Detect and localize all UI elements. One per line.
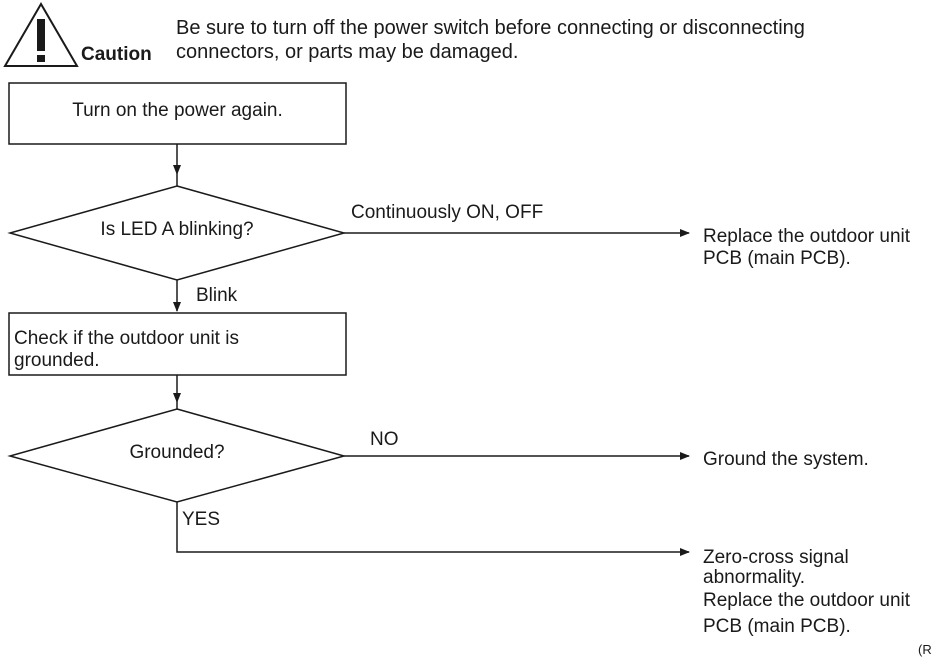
branch-label-blink: Blink xyxy=(196,285,238,306)
result-line: Zero-cross signal xyxy=(703,547,849,568)
decision-grounded-text: Grounded? xyxy=(129,442,225,463)
decision-led-text: Is LED A blinking? xyxy=(100,219,254,240)
connector-line xyxy=(176,502,690,556)
step-power-on-text: Turn on the power again. xyxy=(72,100,283,121)
caution-line: connectors, or parts may be damaged. xyxy=(176,41,519,63)
step-check-ground-text: Check if the outdoor unit is grounded. xyxy=(14,328,344,372)
result-line: abnormality. xyxy=(703,567,806,588)
result-line: Replace the outdoor unit xyxy=(703,590,911,611)
reference-fragment: (R xyxy=(918,642,932,657)
result-zero-cross: Zero-cross signal abnormality. Replace t… xyxy=(703,548,910,640)
caution-label: Caution xyxy=(81,44,152,65)
result-ground-system: Ground the system. xyxy=(703,449,869,471)
warning-icon xyxy=(3,2,79,67)
branch-label-continuous: Continuously ON, OFF xyxy=(351,202,544,223)
step-line: grounded. xyxy=(14,350,100,371)
result-line: PCB (main PCB). xyxy=(703,616,851,637)
caution-message: Be sure to turn off the power switch bef… xyxy=(176,16,936,64)
result-line: Ground the system. xyxy=(703,449,869,470)
caution-line: Be sure to turn off the power switch bef… xyxy=(176,17,805,39)
branch-label-yes: YES xyxy=(182,509,221,530)
result-line: Replace the outdoor unit xyxy=(703,226,911,247)
result-replace-pcb: Replace the outdoor unit PCB (main PCB). xyxy=(703,226,910,270)
result-line: PCB (main PCB). xyxy=(703,248,851,269)
step-line: Check if the outdoor unit is xyxy=(14,328,239,349)
branch-label-no: NO xyxy=(370,429,399,450)
